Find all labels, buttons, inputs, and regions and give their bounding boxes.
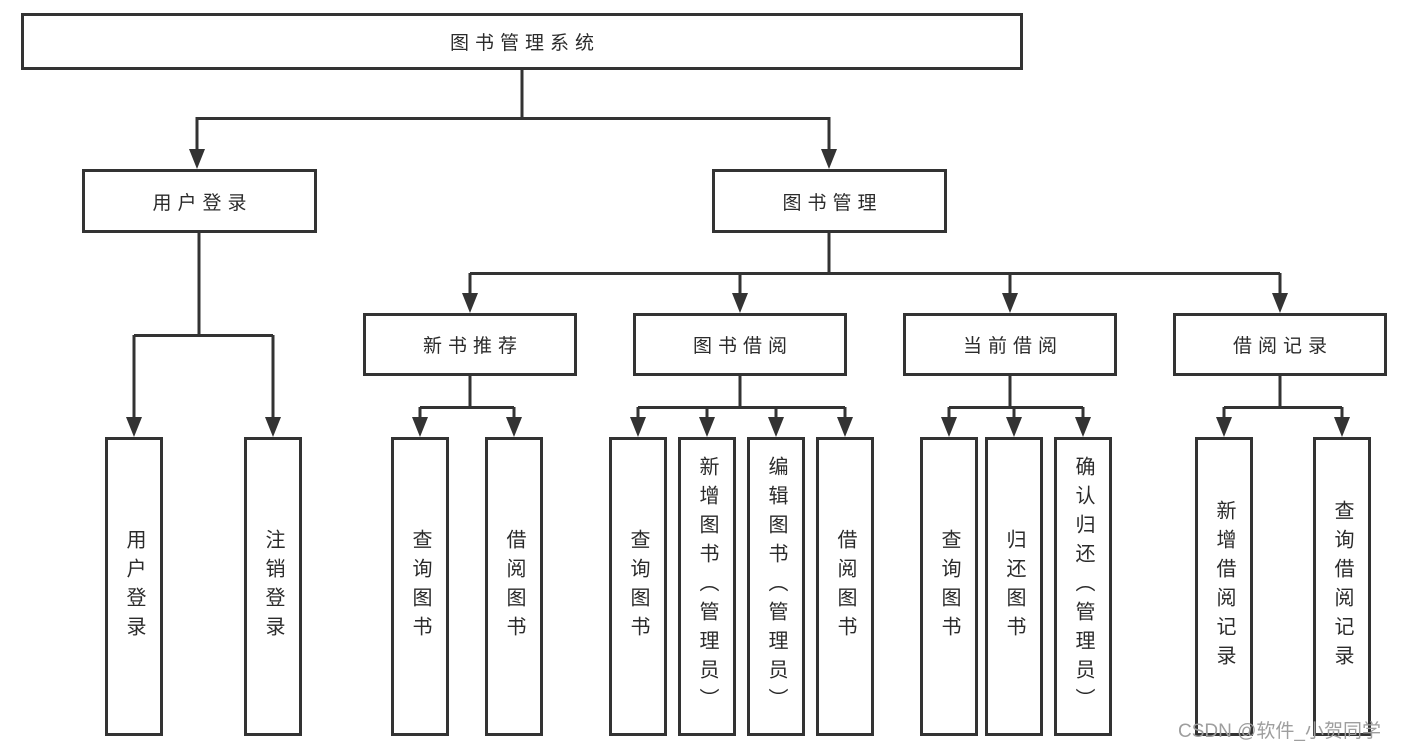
node-current-borrow: 当前借阅 <box>903 313 1117 376</box>
leaf-add-borrow-record-label: 新增借阅记录 <box>1213 499 1235 674</box>
leaf-logout: 注销登录 <box>244 437 302 736</box>
leaf-add-book-admin: 新增图书（管理员） <box>678 437 736 736</box>
leaf-edit-book-admin-label: 编辑图书（管理员） <box>765 456 787 717</box>
arrowhead <box>462 293 478 313</box>
leaf-borrow-book-2: 借阅图书 <box>816 437 874 736</box>
node-book-mgmt-label: 图书管理 <box>782 192 883 214</box>
arrowhead <box>126 417 142 437</box>
node-user-login: 用户登录 <box>82 169 317 233</box>
leaf-add-borrow-record: 新增借阅记录 <box>1195 437 1253 736</box>
leaf-confirm-return-admin: 确认归还（管理员） <box>1054 437 1112 736</box>
edge-borrow-record-children <box>1222 376 1344 420</box>
arrowhead <box>1334 417 1350 437</box>
leaf-query-book-1: 查询图书 <box>391 437 449 736</box>
leaf-borrow-book-2-label: 借阅图书 <box>834 528 856 645</box>
arrowhead <box>821 149 837 169</box>
edge-root-to-level2 <box>195 70 831 152</box>
csdn-watermark: CSDN @软件_小贺同学 <box>1178 721 1381 742</box>
leaf-query-book-3-label: 查询图书 <box>938 528 960 645</box>
arrowhead <box>265 417 281 437</box>
arrowhead <box>837 417 853 437</box>
arrowhead <box>412 417 428 437</box>
leaf-return-book-label: 归还图书 <box>1003 528 1025 645</box>
leaf-query-borrow-record: 查询借阅记录 <box>1313 437 1371 736</box>
leaf-query-book-1-label: 查询图书 <box>409 528 431 645</box>
leaf-add-book-admin-label: 新增图书（管理员） <box>696 456 718 717</box>
leaf-borrow-book-1-label: 借阅图书 <box>503 528 525 645</box>
node-book-borrow: 图书借阅 <box>633 313 847 376</box>
leaf-query-book-3: 查询图书 <box>920 437 978 736</box>
leaf-confirm-return-admin-label: 确认归还（管理员） <box>1072 456 1094 717</box>
arrowhead <box>1002 293 1018 313</box>
arrowhead <box>1006 417 1022 437</box>
leaf-user-login-label: 用户登录 <box>123 528 145 645</box>
arrowhead <box>506 417 522 437</box>
node-root-label: 图书管理系统 <box>449 33 600 54</box>
leaf-edit-book-admin: 编辑图书（管理员） <box>747 437 805 736</box>
edge-book-mgmt-children <box>468 233 1282 296</box>
leaf-query-book-2-label: 查询图书 <box>627 528 649 645</box>
edge-book-borrow-children <box>636 376 847 420</box>
node-root: 图书管理系统 <box>21 13 1023 70</box>
arrowhead <box>1272 293 1288 313</box>
leaf-logout-label: 注销登录 <box>262 528 284 645</box>
leaf-user-login: 用户登录 <box>105 437 163 736</box>
edge-new-book-rec-children <box>418 376 516 420</box>
node-book-borrow-label: 图书借阅 <box>692 336 793 357</box>
arrowhead <box>699 417 715 437</box>
node-book-mgmt: 图书管理 <box>712 169 947 233</box>
node-new-book-rec: 新书推荐 <box>363 313 577 376</box>
arrowhead <box>1216 417 1232 437</box>
leaf-query-borrow-record-label: 查询借阅记录 <box>1331 499 1353 674</box>
leaf-query-book-2: 查询图书 <box>609 437 667 736</box>
node-borrow-record: 借阅记录 <box>1173 313 1387 376</box>
node-user-login-label: 用户登录 <box>152 192 253 214</box>
arrowhead <box>189 149 205 169</box>
arrowhead <box>732 293 748 313</box>
leaf-borrow-book-1: 借阅图书 <box>485 437 543 736</box>
leaf-return-book: 归还图书 <box>985 437 1043 736</box>
arrowhead <box>941 417 957 437</box>
arrowhead <box>1075 417 1091 437</box>
node-new-book-rec-label: 新书推荐 <box>422 336 523 357</box>
node-current-borrow-label: 当前借阅 <box>962 336 1063 357</box>
arrowhead <box>630 417 646 437</box>
edge-current-borrow-children <box>947 376 1085 420</box>
edge-user-login-children <box>132 233 275 420</box>
node-borrow-record-label: 借阅记录 <box>1232 336 1333 357</box>
arrowhead <box>768 417 784 437</box>
